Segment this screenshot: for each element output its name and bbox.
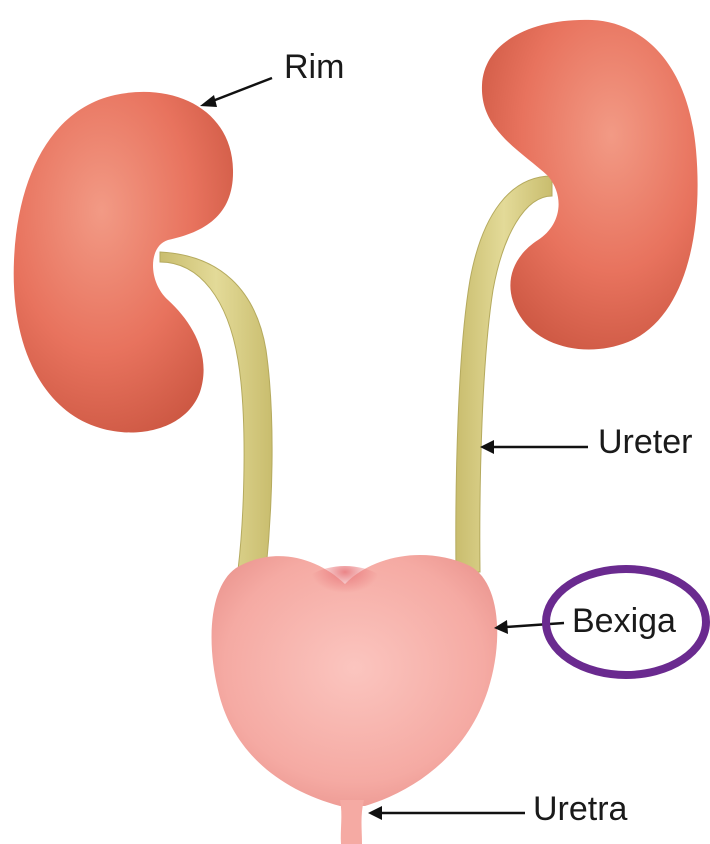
right-kidney	[482, 20, 698, 350]
arrow-rim	[200, 78, 272, 107]
arrow-bexiga	[494, 620, 564, 634]
label-rim: Rim	[284, 50, 344, 84]
urethra	[340, 800, 364, 844]
label-bexiga: Bexiga	[572, 604, 676, 638]
arrow-ureter	[480, 440, 588, 454]
label-ureter: Ureter	[598, 425, 692, 459]
label-uretra: Uretra	[533, 792, 627, 826]
right-ureter	[456, 176, 552, 572]
arrow-uretra	[368, 806, 525, 820]
